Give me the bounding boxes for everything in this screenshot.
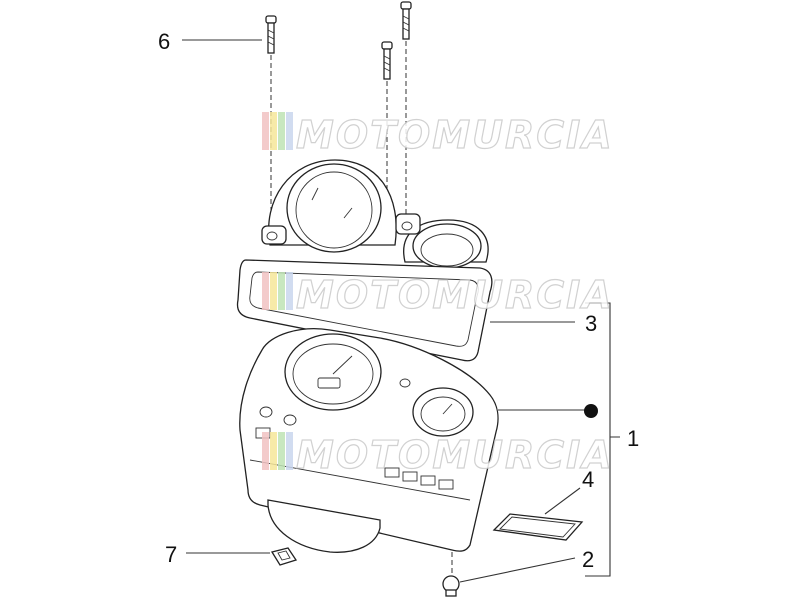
callout-6: 6 bbox=[158, 29, 170, 54]
watermark-bottom: MOTOMURCIA bbox=[262, 432, 614, 478]
instrument-cover-frame bbox=[236, 159, 493, 362]
watermark-top: MOTOMURCIA bbox=[262, 112, 614, 158]
group-bracket bbox=[585, 302, 620, 577]
callout-4: 4 bbox=[582, 467, 594, 492]
screw-left bbox=[265, 15, 277, 54]
spring-clip bbox=[270, 547, 298, 566]
callout-1: 1 bbox=[627, 426, 639, 451]
bulb bbox=[442, 575, 460, 597]
svg-text:MOTOMURCIA: MOTOMURCIA bbox=[296, 273, 614, 317]
svg-text:MOTOMURCIA: MOTOMURCIA bbox=[296, 113, 614, 157]
instrument-cluster-body bbox=[239, 328, 499, 553]
callout-3: 3 bbox=[585, 311, 597, 336]
svg-text:MOTOMURCIA: MOTOMURCIA bbox=[296, 433, 614, 477]
watermark-middle: MOTOMURCIA bbox=[262, 272, 614, 318]
screw-right-top bbox=[400, 1, 412, 40]
leader-2 bbox=[459, 557, 576, 583]
label-plate bbox=[492, 513, 584, 541]
callout-2: 2 bbox=[582, 547, 594, 572]
callout-7: 7 bbox=[165, 542, 177, 567]
leader-4 bbox=[544, 487, 581, 515]
reference-dot bbox=[584, 404, 598, 418]
screw-middle bbox=[381, 41, 393, 80]
